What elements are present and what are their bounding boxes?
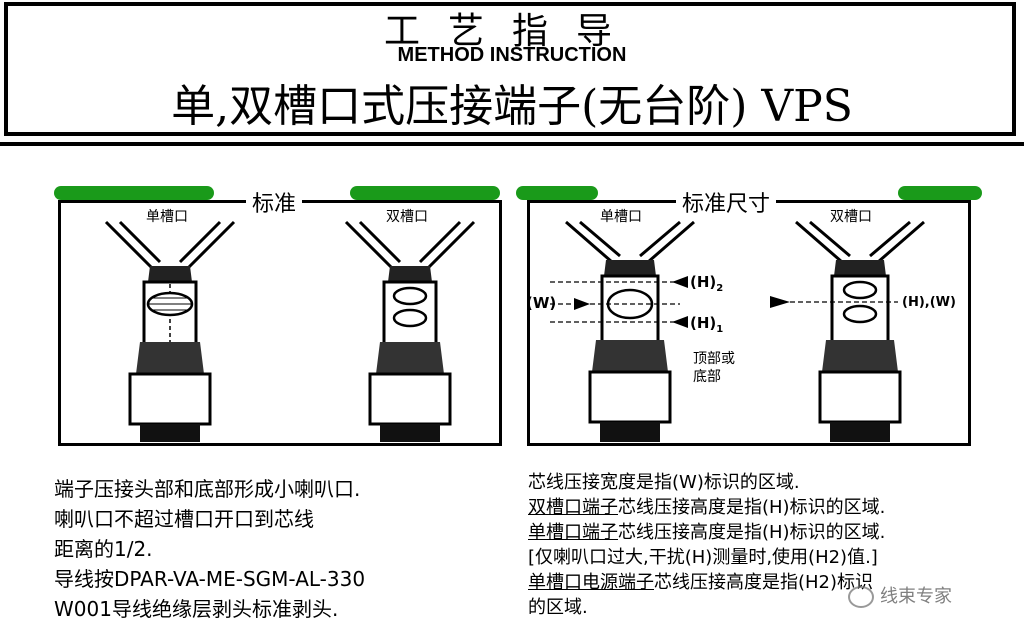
double-slot-label: 双槽口: [830, 206, 872, 226]
description-line: W001导线绝缘层剥头标准剥头.: [54, 597, 339, 621]
single-slot-terminal-illustration: [104, 220, 236, 442]
description-line: 导线按DPAR-VA-ME-SGM-AL-330: [54, 567, 366, 591]
left-description: 端子压接头部和底部形成小喇叭口. 喇叭口不超过槽口开口到芯线 距离的1/2. 导…: [54, 474, 365, 624]
description-line: 单槽口端子芯线压接高度是指(H)标识的区域.: [528, 522, 886, 543]
double-slot-dimension-illustration: [770, 220, 925, 442]
description-line: 距离的1/2.: [54, 537, 153, 561]
green-bar: [350, 186, 500, 200]
description-line: [仅喇叭口过大,干扰(H)测量时,使用(H2)值.]: [528, 547, 878, 568]
w-marker: (W): [526, 294, 557, 312]
header-title-cn: 工艺指导: [383, 11, 640, 52]
single-slot-label: 单槽口: [146, 206, 188, 226]
description-line: 端子压接头部和底部形成小喇叭口.: [54, 477, 361, 501]
standard-panel-heading: 标准: [246, 186, 303, 218]
double-slot-terminal-illustration: [344, 220, 476, 442]
green-bar: [898, 186, 982, 200]
right-description: 芯线压接宽度是指(W)标识的区域. 双槽口端子芯线压接高度是指(H)标识的区域.…: [528, 470, 885, 620]
description-line: 芯线压接宽度是指(W)标识的区域.: [528, 472, 800, 493]
header-title-en: METHOD INSTRUCTION: [397, 44, 627, 66]
description-line: 的区域.: [528, 597, 588, 618]
description-line: 双槽口端子芯线压接高度是指(H)标识的区域.: [528, 497, 886, 518]
header-divider: [0, 142, 1024, 146]
chat-bubble-icon: [848, 586, 874, 608]
description-line: 喇叭口不超过槽口开口到芯线: [54, 507, 314, 531]
watermark: 线束专家: [848, 582, 952, 608]
single-slot-dimension-illustration: [550, 220, 695, 442]
top-or-bottom-note: 顶部或 底部: [693, 351, 735, 385]
h1-marker: (H)1: [690, 314, 724, 335]
green-bar: [54, 186, 214, 200]
standard-dimension-heading: 标准尺寸: [676, 186, 777, 218]
single-slot-label: 单槽口: [600, 206, 642, 226]
h2-marker: (H)2: [690, 273, 724, 294]
description-line: 单槽口电源端子芯线压接高度是指(H2)标识: [528, 572, 874, 593]
double-slot-label: 双槽口: [386, 206, 428, 226]
main-title: 单,双槽口式压接端子(无台阶) VPS: [171, 81, 853, 132]
h-w-marker: (H),(W): [902, 295, 956, 310]
header-box: [4, 2, 1016, 136]
green-bar: [516, 186, 598, 200]
